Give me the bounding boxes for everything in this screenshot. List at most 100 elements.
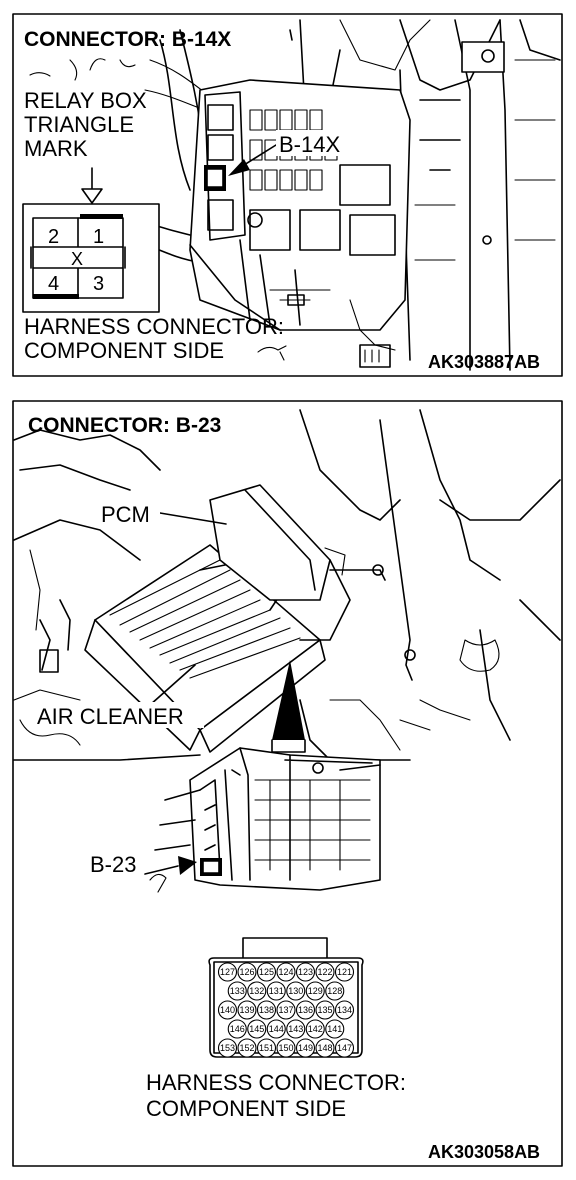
location-arrow: [272, 660, 305, 740]
triangle-mark-icon: [81, 188, 103, 204]
pin-circle: [227, 1019, 247, 1039]
pin-circle: [276, 962, 296, 982]
pin-circle: [334, 1000, 355, 1020]
pin-circle: [305, 1019, 325, 1039]
pin-circle: [266, 981, 286, 1001]
pin-number-149: 149: [298, 1043, 313, 1053]
harness-label1-line2: COMPONENT SIDE: [24, 338, 224, 363]
panel-connector-b14x: CONNECTOR: B-14X RELAY BOX TRIANGLE MARK…: [12, 13, 563, 377]
pin-circle: [237, 1038, 257, 1058]
pin-number-129: 129: [308, 986, 323, 996]
relay-box-illustration: [29, 19, 561, 371]
pcm-closeup: [154, 747, 381, 891]
panel1-frame: [12, 13, 563, 377]
pin-circle: [247, 981, 267, 1001]
figure-code-2: AK303058AB: [428, 1142, 540, 1162]
pcm-label: PCM: [101, 502, 150, 527]
pin-circle: [286, 1019, 306, 1039]
pin-circle: [305, 981, 325, 1001]
pin-label-4: 4: [48, 273, 59, 295]
panel2-title: CONNECTOR: B-23: [28, 414, 221, 437]
pin-number-140: 140: [220, 1005, 235, 1015]
pin-circle: [325, 1019, 345, 1039]
pin-circle: [325, 981, 345, 1001]
pin-number-124: 124: [278, 967, 293, 977]
connector-face-b14x: [22, 203, 160, 313]
pin-circle: [286, 981, 306, 1001]
pin-circle: [334, 1038, 355, 1058]
pin-number-146: 146: [230, 1024, 245, 1034]
pin-circle: [295, 962, 316, 982]
pin-number-130: 130: [288, 986, 303, 996]
callout-line-b23: [144, 865, 179, 875]
relay-box-label-line3: MARK: [24, 136, 88, 161]
arrowhead-b23: [178, 856, 197, 875]
pin-circle: [315, 1038, 335, 1058]
pin-number-134: 134: [337, 1005, 352, 1015]
arrowhead-b14x: [228, 159, 250, 176]
callout-label-b23: B-23: [90, 852, 136, 877]
callout-label-b14x: B-14X: [279, 132, 340, 157]
relay-box-label-line1: RELAY BOX: [24, 88, 147, 113]
relay-box-label-line2: TRIANGLE: [24, 112, 134, 137]
harness-label2-line2: COMPONENT SIDE: [146, 1096, 346, 1121]
pin-circle: [266, 1019, 286, 1039]
pin-circle: [295, 1000, 316, 1020]
pin-circle: [256, 1000, 277, 1020]
pin-circle: [334, 962, 355, 982]
pin-number-148: 148: [317, 1043, 332, 1053]
pin-number-135: 135: [317, 1005, 332, 1015]
pin-circle: [237, 962, 257, 982]
pin-circle: [315, 1000, 335, 1020]
panel1-title: CONNECTOR: B-14X: [24, 28, 231, 51]
pin-label-3: 3: [93, 273, 104, 295]
pin-number-145: 145: [249, 1024, 264, 1034]
pin-number-141: 141: [327, 1024, 342, 1034]
pin-number-128: 128: [327, 986, 342, 996]
harness-label1-line1: HARNESS CONNECTOR:: [24, 314, 284, 339]
pin-label-1: 1: [93, 226, 104, 248]
pin-circle: [217, 1038, 238, 1058]
pin-number-152: 152: [239, 1043, 254, 1053]
pin-number-150: 150: [278, 1043, 293, 1053]
pin-number-151: 151: [259, 1043, 274, 1053]
panel2-frame: [12, 400, 563, 1167]
pin-number-137: 137: [278, 1005, 293, 1015]
pin-number-147: 147: [337, 1043, 352, 1053]
pin-number-143: 143: [288, 1024, 303, 1034]
pin-number-123: 123: [298, 967, 313, 977]
air-cleaner-label: AIR CLEANER: [37, 704, 184, 729]
pin-number-133: 133: [230, 986, 245, 996]
pin-number-144: 144: [269, 1024, 284, 1034]
pin-number-136: 136: [298, 1005, 313, 1015]
harness-label2-line1: HARNESS CONNECTOR:: [146, 1070, 406, 1095]
pin-circle: [227, 981, 247, 1001]
pin-number-125: 125: [259, 967, 274, 977]
pin-circle: [315, 962, 335, 982]
pin-circle: [295, 1038, 316, 1058]
pin-number-138: 138: [259, 1005, 274, 1015]
pin-number-121: 121: [337, 967, 352, 977]
pin-number-127: 127: [220, 967, 235, 977]
pin-number-122: 122: [317, 967, 332, 977]
location-arrow-base: [271, 739, 306, 753]
pin-circle: [256, 962, 277, 982]
pin-number-139: 139: [239, 1005, 254, 1015]
pin-number-142: 142: [308, 1024, 323, 1034]
pin-circle: [256, 1038, 277, 1058]
figure-code-1: AK303887AB: [428, 352, 540, 372]
pin-circle: [217, 1000, 238, 1020]
pin-number-153: 153: [220, 1043, 235, 1053]
clip-bracket: [461, 41, 505, 73]
pin-number-131: 131: [269, 986, 284, 996]
air-cleaner-leader: [149, 664, 196, 706]
pin-circle: [276, 1000, 296, 1020]
pin-number-126: 126: [239, 967, 254, 977]
pin-circle: [276, 1038, 296, 1058]
pin-circle: [247, 1019, 267, 1039]
pin-circle: [237, 1000, 257, 1020]
pcm-leader: [159, 512, 227, 525]
